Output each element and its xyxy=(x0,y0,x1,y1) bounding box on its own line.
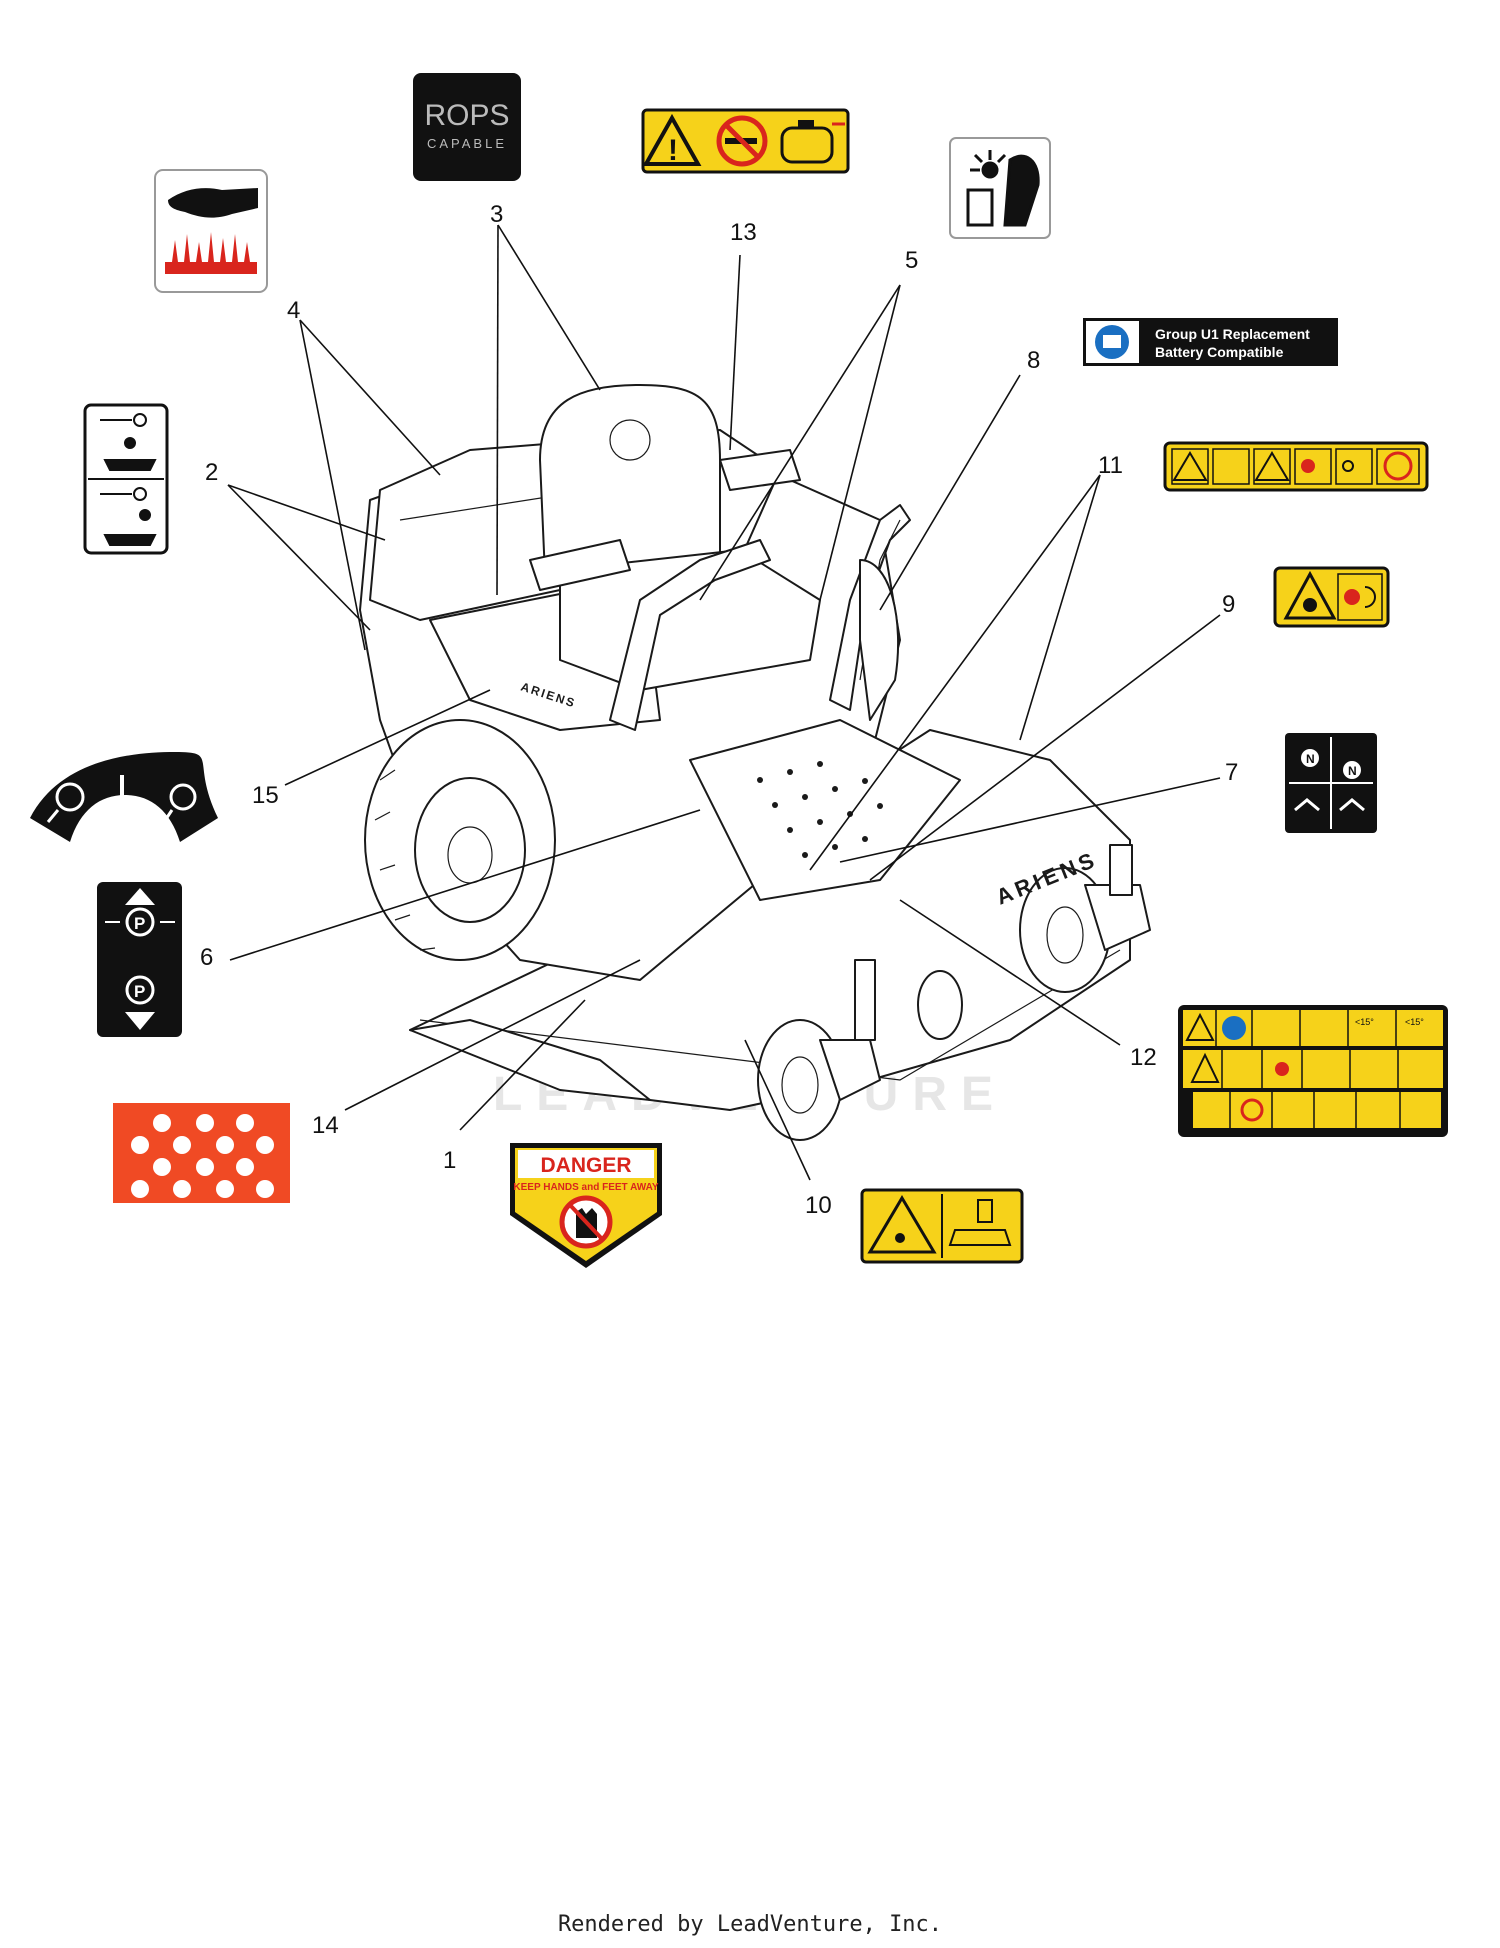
decal-safety-strip-11 xyxy=(1163,441,1429,492)
battery-info-line1: Group U1 Replacement xyxy=(1155,326,1310,342)
left-caster-post xyxy=(854,959,876,1041)
right-caster-post xyxy=(1109,844,1133,896)
svg-text:!: ! xyxy=(668,134,678,167)
callout-1: 1 xyxy=(443,1147,456,1174)
callout-4: 4 xyxy=(287,297,300,324)
rops-badge: ROPS CAPABLE xyxy=(413,73,521,181)
decal-height-gauge xyxy=(113,1103,290,1203)
slope-label-a: <15° xyxy=(1355,1017,1374,1027)
ignition-key-icon xyxy=(1342,460,1354,472)
battery-info-line2: Battery Compatible xyxy=(1155,344,1284,360)
operator-presence-icon xyxy=(100,413,157,546)
left-control-lever xyxy=(609,539,771,731)
decal-park-brake: P P xyxy=(97,882,182,1037)
callout-5: 5 xyxy=(905,247,918,274)
decal-danger: DANGER KEEP HANDS and FEET AWAY xyxy=(510,1143,662,1268)
flames-icon xyxy=(165,232,257,274)
danger-title: DANGER xyxy=(540,1154,631,1177)
rops-title: ROPS xyxy=(424,99,509,132)
slope-label-b: <15° xyxy=(1405,1017,1424,1027)
decal-entanglement xyxy=(1273,566,1390,628)
callout-15: 15 xyxy=(252,782,279,809)
left-caster-wheel xyxy=(757,1019,843,1141)
gauge-holes xyxy=(131,1114,274,1198)
svg-text:N: N xyxy=(1306,752,1315,766)
callout-9: 9 xyxy=(1222,591,1235,618)
callout-12: 12 xyxy=(1130,1044,1157,1071)
battery-explosion-icon xyxy=(966,150,1040,227)
seat-logo xyxy=(609,419,651,461)
danger-subtitle: KEEP HANDS and FEET AWAY xyxy=(513,1182,659,1193)
seat-back xyxy=(539,384,721,576)
callout-14: 14 xyxy=(312,1112,339,1139)
neutral-lever-icon: N N xyxy=(1301,749,1361,779)
left-caster-fork xyxy=(819,1039,881,1101)
callout-11: 11 xyxy=(1098,452,1123,479)
park-brake-icon: P P xyxy=(125,907,155,1005)
deck-wheel xyxy=(917,970,963,1040)
decal-motion-control: N N xyxy=(1285,733,1377,833)
slope-warning-icon xyxy=(1190,1052,1220,1083)
decal-battery-explosion xyxy=(949,137,1051,239)
rops-subtitle: CAPABLE xyxy=(427,136,507,151)
right-rear-tire xyxy=(859,559,900,721)
decal-safety-main: <15° <15° xyxy=(1178,1005,1448,1137)
no-smoking-icon xyxy=(716,115,768,167)
decal-hot-surface xyxy=(154,169,268,293)
decal-operator-warning xyxy=(860,1188,1024,1264)
fuel-tank-icon xyxy=(780,120,845,164)
footer-credit: Rendered by LeadVenture, Inc. xyxy=(557,1912,943,1937)
floor-plate-holes xyxy=(757,761,883,858)
callout-3: 3 xyxy=(490,201,503,228)
leader-lines xyxy=(227,224,1221,1181)
callout-7: 7 xyxy=(1225,759,1238,786)
hand-entanglement-icon xyxy=(1303,598,1317,612)
deck-front-plate xyxy=(409,1019,651,1101)
svg-text:P: P xyxy=(134,914,145,933)
svg-text:N: N xyxy=(1348,764,1357,778)
svg-text:P: P xyxy=(134,982,145,1001)
callout-2: 2 xyxy=(205,459,218,486)
decal-fuel-warning: ! xyxy=(641,108,850,174)
decal-battery-info: Group U1 Replacement Battery Compatible xyxy=(1083,318,1338,366)
callout-10: 10 xyxy=(805,1192,832,1219)
decal-operator-presence xyxy=(83,403,169,555)
throttle-fast-icon xyxy=(169,783,197,811)
callout-6: 6 xyxy=(200,944,213,971)
warning-triangle-icon xyxy=(642,113,702,166)
left-rear-rim xyxy=(414,777,526,923)
callout-numbers: 1 2 3 4 5 6 7 8 9 10 11 12 13 14 15 xyxy=(200,201,1238,1219)
right-armrest xyxy=(719,449,801,491)
mower-illustration: ARIENS ARIENS xyxy=(359,384,1151,1141)
throttle-slow-icon xyxy=(55,782,85,812)
decal-throttle xyxy=(30,752,218,842)
left-armrest xyxy=(529,539,631,591)
floor-plate xyxy=(689,719,961,901)
heat-hand-icon xyxy=(168,188,258,218)
callout-8: 8 xyxy=(1027,347,1040,374)
callout-13: 13 xyxy=(730,219,757,246)
